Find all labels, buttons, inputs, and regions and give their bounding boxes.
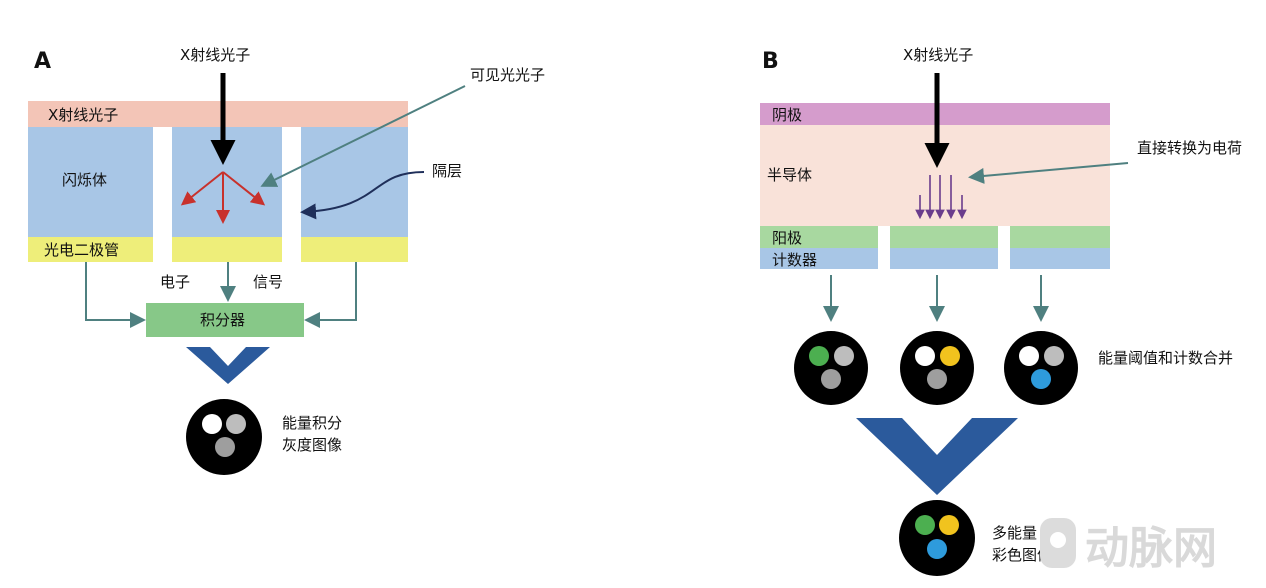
- b-result-line2: 彩色图像: [992, 546, 1052, 564]
- b-anode-label: 阳极: [772, 229, 802, 247]
- a-xray-title: X射线光子: [180, 46, 250, 64]
- b-anode-2: [890, 226, 998, 248]
- a-photodiode-1: [28, 237, 153, 262]
- b-semiconductor-label: 半导体: [767, 166, 812, 184]
- a-xray-layer: [28, 101, 408, 127]
- a-xray-layer-label: X射线光子: [48, 106, 118, 124]
- b-energy-bin-2-icon: [900, 331, 974, 405]
- a-grayscale-image-icon: [186, 399, 262, 475]
- a-septum-pointer: [300, 171, 425, 220]
- b-charge-arrows: [915, 175, 967, 220]
- panel-a-label: A: [34, 49, 51, 74]
- a-scintillator-3: [301, 127, 408, 237]
- b-anode-1: [760, 226, 878, 248]
- b-anode-3: [1010, 226, 1110, 248]
- a-signal-label: 信号: [253, 273, 283, 291]
- b-direct-conversion-label: 直接转换为电荷: [1137, 139, 1242, 157]
- a-photodiode-label: 光电二极管: [44, 241, 119, 259]
- b-energy-bin-3-icon: [1004, 331, 1078, 405]
- a-scintillator-label: 闪烁体: [62, 171, 107, 189]
- a-visible-photon-pointer: [260, 85, 466, 187]
- b-counter-3: [1010, 248, 1110, 269]
- b-xray-title: X射线光子: [903, 46, 973, 64]
- a-scintillator-2: [172, 127, 282, 237]
- a-result-line1: 能量积分: [282, 414, 342, 432]
- b-direct-conversion-pointer: [968, 162, 1129, 184]
- panel-b-label: B: [762, 49, 779, 74]
- b-chevron: [856, 418, 1018, 495]
- b-color-image-icon: [899, 500, 975, 576]
- a-photodiode-3: [301, 237, 408, 262]
- a-signal-lines: [85, 262, 357, 328]
- a-result-line2: 灰度图像: [282, 436, 342, 454]
- a-visible-photon-label: 可见光光子: [470, 66, 545, 84]
- watermark-text: 动脉网: [1085, 523, 1217, 574]
- a-chevron: [186, 347, 270, 384]
- b-result-line1: 多能量: [992, 524, 1037, 542]
- b-counter-2: [890, 248, 998, 269]
- a-visible-light-arrows: [180, 171, 266, 224]
- b-counter-label: 计数器: [772, 251, 817, 269]
- b-counter-1: [760, 248, 878, 269]
- a-integrator: [146, 303, 304, 337]
- b-cathode-label: 阴极: [772, 106, 802, 124]
- b-energy-bin-1-icon: [794, 331, 868, 405]
- a-photodiode-2: [172, 237, 282, 262]
- a-integrator-label: 积分器: [200, 311, 245, 329]
- a-scintillator-1: [28, 127, 153, 237]
- b-threshold-merge-label: 能量阈值和计数合并: [1098, 349, 1233, 367]
- watermark-logo: 动脉网: [1040, 518, 1217, 574]
- a-septum-label: 隔层: [432, 162, 462, 180]
- b-counter-arrows: [823, 275, 1049, 322]
- a-electron-label: 电子: [160, 273, 190, 291]
